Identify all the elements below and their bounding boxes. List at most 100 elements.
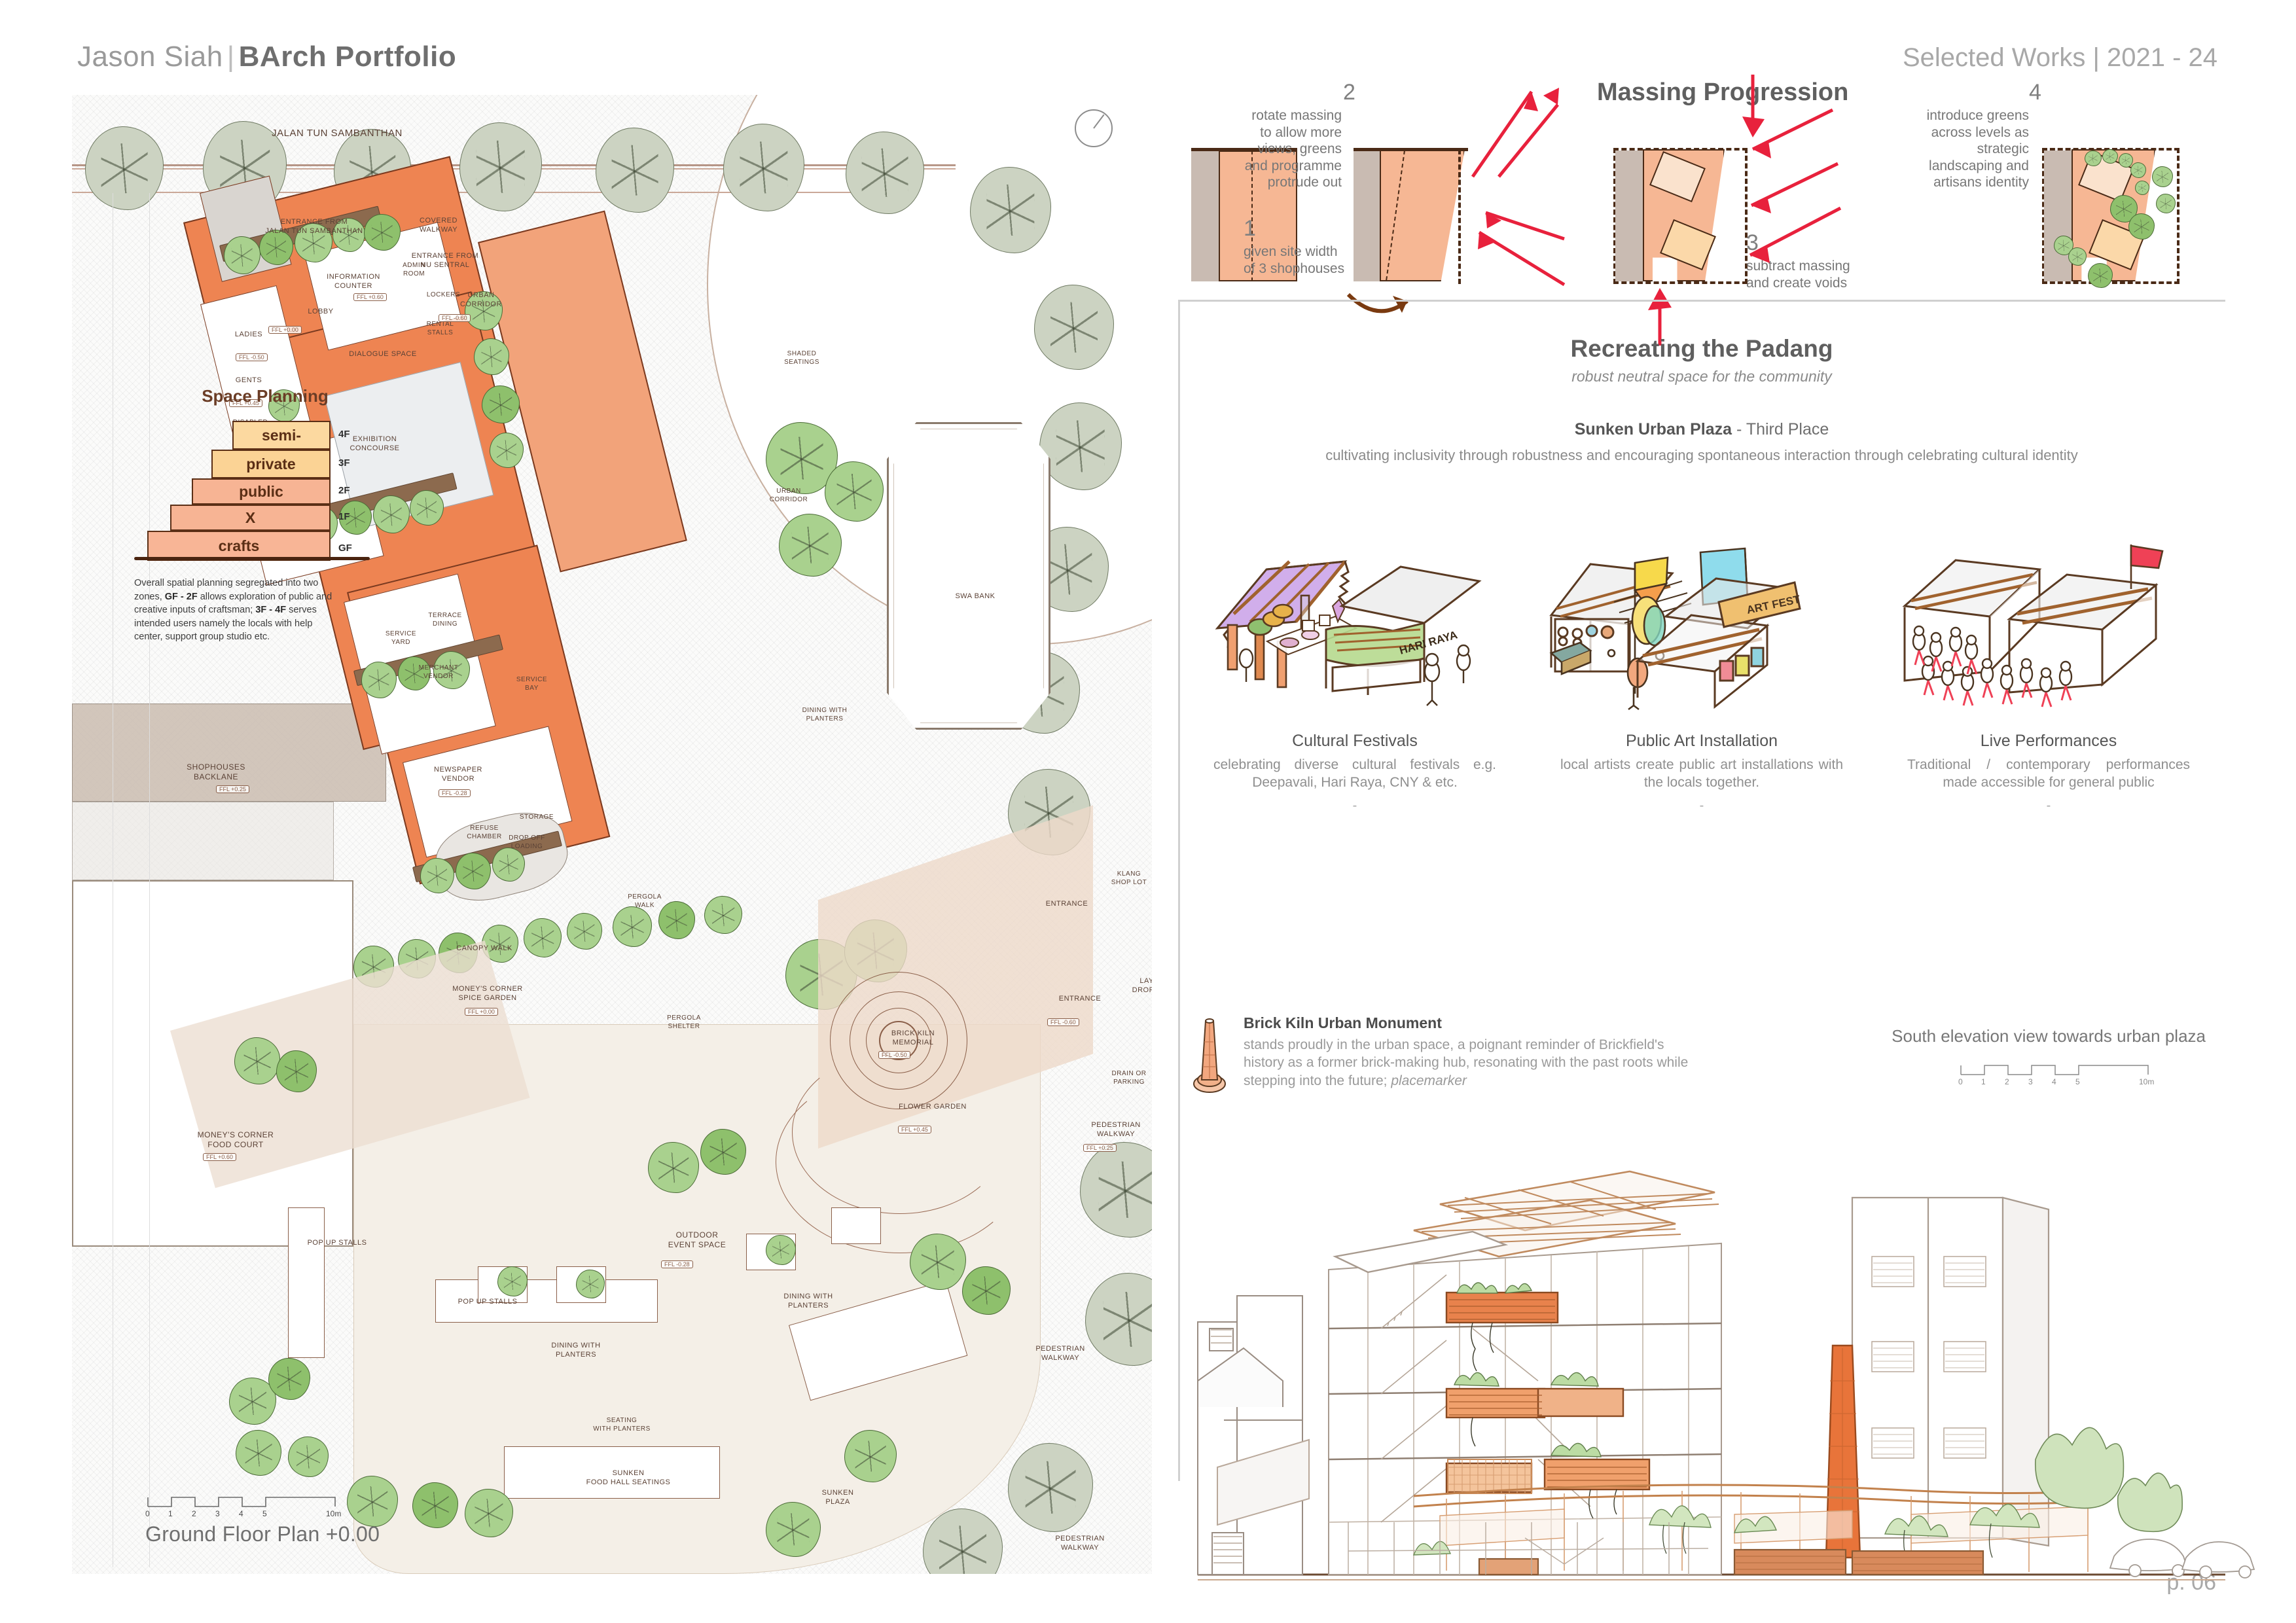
- plan-label: DINING WITH PLANTERS: [783, 1293, 833, 1310]
- ffl-tag: FFL +0.25: [1083, 1144, 1117, 1152]
- red-arrow-icon: [1648, 288, 1672, 346]
- red-arrow-icon: [1750, 162, 1839, 213]
- axo-card-title: Cultural Festivals: [1292, 732, 1418, 750]
- ffl-tag: FFL -0.60: [439, 314, 471, 322]
- ffl-tag: FFL -0.50: [878, 1051, 910, 1059]
- space-bar-label: crafts: [218, 537, 260, 554]
- tree: [229, 1378, 276, 1425]
- plan-corner-mask: [936, 95, 1152, 193]
- tree: [347, 1476, 398, 1527]
- red-arrow-icon: [1749, 206, 1842, 263]
- axo-card-title: Live Performances: [1980, 732, 2117, 750]
- plan-label: GENTS: [235, 376, 262, 384]
- tree: [224, 236, 260, 274]
- ffl-tag: FFL -0.28: [439, 789, 471, 797]
- massing-step-text: introduce greens across levels as strate…: [1926, 108, 2029, 190]
- plan-label: ENTRANCE FROM JALAN TUN SAMBANTHAN: [265, 218, 363, 235]
- space-planning-title: Space Planning: [202, 386, 329, 406]
- tree: [456, 853, 491, 889]
- red-arrow-icon: [1742, 75, 1765, 137]
- tree: [433, 651, 470, 689]
- massing-step-number: 3: [1746, 230, 1759, 255]
- scale-tick-label: 5: [262, 1509, 267, 1518]
- plan-label: FLOWER GARDEN: [899, 1103, 967, 1111]
- food-hall-seating: [504, 1446, 720, 1499]
- north-arrow-icon: [1075, 109, 1113, 147]
- axo-card-title: Public Art Installation: [1625, 732, 1778, 750]
- tree: [844, 1430, 897, 1482]
- axo-card-cultural-festivals: HARI RAYA Cultural Festivals celebrating…: [1204, 543, 1505, 813]
- plan-label: NEWSPAPER VENDOR: [434, 766, 482, 783]
- backlane-paving: [72, 802, 334, 880]
- padang-title: Recreating the Padang: [1570, 335, 1833, 362]
- tree: [962, 1266, 1011, 1315]
- tree: [766, 422, 838, 494]
- tree: [268, 1358, 310, 1400]
- tree: [576, 1270, 605, 1298]
- swa-bank-inner: [893, 429, 1044, 723]
- scale-tick-label: 10m: [326, 1509, 342, 1518]
- massing-step-text: subtract massing and create voids: [1746, 259, 1850, 291]
- plan-label: LOCKERS: [426, 291, 461, 298]
- space-planning-description: Overall spatial planning segregated into…: [134, 578, 332, 643]
- flower-garden-arc: [776, 1070, 1024, 1253]
- plan-label: OUTDOOR EVENT SPACE: [668, 1230, 726, 1249]
- axo-illustration-1: HARI RAYA: [1204, 543, 1505, 713]
- plan-label: RENTAL STALLS: [426, 321, 454, 336]
- plaza-heading: Sunken Urban Plaza - Third Place: [1178, 420, 2225, 439]
- axo-card-body: celebrating diverse cultural festivals e…: [1213, 757, 1496, 791]
- plan-label: POP UP STALLS: [307, 1239, 367, 1247]
- tree: [482, 385, 520, 423]
- plan-label: DIALOGUE SPACE: [349, 350, 417, 358]
- space-planning-legend: Space Planning semi- private public X cr…: [134, 386, 396, 644]
- swa-bank-block: [887, 422, 1050, 730]
- tree: [234, 1037, 280, 1084]
- scale-tick-label: 10m: [2139, 1077, 2155, 1086]
- axo-illustration-3: [1898, 543, 2199, 713]
- plan-label: ENTRANCE: [1058, 995, 1102, 1003]
- plan-label: REFUSE CHAMBER: [467, 825, 502, 840]
- plan-label: SHOPHOUSES BACKLANE: [187, 762, 245, 781]
- floor-label-1f: 1F: [338, 511, 350, 522]
- brick-kiln-text: Brick Kiln Urban Monument stands proudly…: [1244, 1014, 1689, 1090]
- scale-tick-label: 4: [239, 1509, 243, 1518]
- page-header: Jason Siah|BArch Portfolio Selected Work…: [0, 0, 2296, 79]
- tree: [1008, 1443, 1093, 1532]
- tree: [236, 1430, 281, 1476]
- ffl-tag: FFL +0.45: [229, 399, 262, 407]
- tree: [700, 1129, 746, 1175]
- space-bar-label: private: [246, 455, 296, 473]
- plan-label: LAYBY DROP OFF: [1132, 977, 1152, 994]
- tree: [259, 230, 293, 265]
- tree: [613, 906, 652, 947]
- axo-card-dash: -: [2046, 798, 2051, 813]
- dining-table: [831, 1207, 881, 1244]
- tree: [332, 218, 365, 252]
- axo-illustration-2: ART FEST: [1549, 543, 1852, 713]
- space-bar-gf: crafts: [147, 531, 331, 561]
- axo-card-body: Traditional / contemporary performances …: [1907, 757, 2190, 791]
- scale-tick-label: 1: [168, 1509, 173, 1518]
- scale-tick-label: 0: [1958, 1077, 1963, 1086]
- tree: [825, 461, 884, 522]
- axo-card-body: local artists create public art installa…: [1560, 757, 1843, 791]
- tree: [524, 918, 562, 957]
- plan-label: ENTRANCE: [1045, 900, 1088, 908]
- axo-card-dash: -: [1699, 798, 1704, 813]
- south-elevation-caption: South elevation view towards urban plaza: [1892, 1026, 2206, 1046]
- ffl-tag: FFL +0.45: [898, 1126, 931, 1133]
- padang-subtitle: robust neutral space for the community: [1571, 368, 1832, 385]
- tree: [970, 167, 1051, 253]
- space-bar-label: semi-: [261, 426, 302, 444]
- ffl-tag: FFL -0.28: [661, 1260, 693, 1268]
- tree: [288, 1436, 329, 1477]
- tree: [658, 901, 695, 939]
- title-separator: |: [226, 41, 235, 73]
- plan-label: DRAIN OR PARKING: [1111, 1070, 1147, 1086]
- tree: [276, 1050, 317, 1092]
- tree: [412, 1482, 458, 1528]
- plan-label: SHADED SEATINGS: [784, 350, 819, 366]
- plan-label: PEDESTRIAN WALKWAY: [1091, 1121, 1141, 1138]
